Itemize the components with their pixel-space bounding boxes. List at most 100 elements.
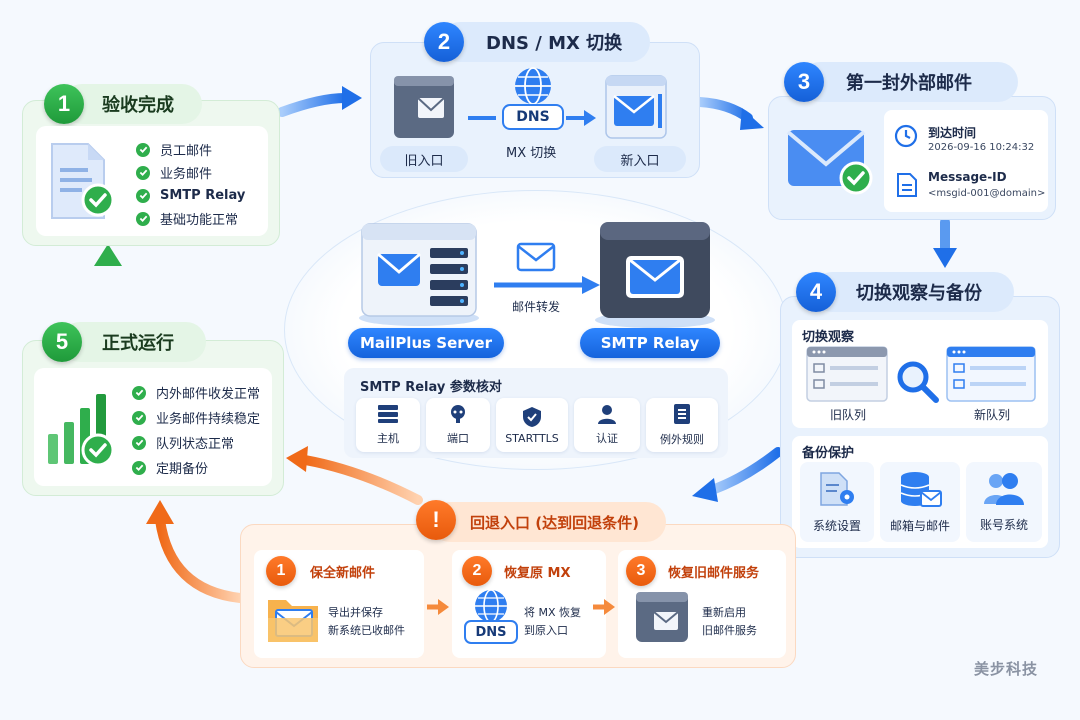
new-entry-label: 新入口	[594, 146, 686, 172]
step3-title: 第一封外部邮件	[846, 73, 972, 94]
rollback-title-pill: 回退入口 (达到回退条件)	[430, 502, 666, 542]
arrow-1-to-2	[277, 93, 350, 117]
rollback-step3-badge: 3	[626, 556, 656, 586]
old-server-icon	[636, 592, 688, 642]
param-starttls: STARTTLS	[496, 398, 568, 452]
step2-title: DNS / MX 切换	[486, 33, 623, 54]
arrow-rollback-loop	[155, 515, 245, 603]
check-icon	[136, 211, 150, 226]
forward-label: 邮件转发	[512, 300, 561, 314]
new-server-icon	[605, 75, 667, 139]
watermark: 美步科技	[974, 660, 1039, 678]
envelope-check-icon	[786, 130, 873, 195]
step2-number-badge: 2	[424, 22, 464, 62]
old-queue-window-icon	[806, 346, 888, 402]
orange-arrow-icon	[593, 599, 615, 615]
step2-title-pill: DNS / MX 切换	[440, 22, 650, 62]
list-item: 业务邮件持续稳定	[132, 405, 260, 430]
arrow-2-to-3	[695, 97, 753, 123]
step5-title: 正式运行	[102, 333, 174, 354]
document-icon	[897, 173, 917, 197]
smtp-relay-server-icon	[595, 222, 715, 328]
step1-check-list: 员工邮件 业务邮件 SMTP Relay 基础功能正常	[136, 138, 245, 230]
forward-arrow-icon	[494, 276, 600, 294]
new-queue-label: 新队列	[974, 408, 1011, 422]
old-entry-label: 旧入口	[380, 146, 468, 172]
rollback-step2-desc1: 将 MX 恢复	[524, 606, 582, 619]
list-item: 定期备份	[132, 455, 260, 480]
arrival-time-value: 2026-09-16 10:24:32	[928, 142, 1035, 153]
rollback-step3-title: 恢复旧邮件服务	[668, 566, 760, 581]
smtp-relay-button: SMTP Relay	[580, 328, 720, 358]
rollback-step2-desc2: 到原入口	[524, 624, 568, 637]
old-queue-label: 旧队列	[830, 408, 867, 422]
param-exceptions: 例外规则	[646, 398, 718, 452]
rules-document-icon	[674, 404, 690, 424]
rollback-alert-icon: !	[416, 500, 456, 540]
check-icon	[132, 435, 146, 450]
list-item: 业务邮件	[136, 161, 245, 184]
list-item: 员工邮件	[136, 138, 245, 161]
step5-check-list: 内外邮件收发正常 业务邮件持续稳定 队列状态正常 定期备份	[132, 380, 260, 480]
mail-folder-icon	[268, 600, 318, 642]
check-icon	[136, 188, 150, 203]
rollback-step1-desc1: 导出并保存	[328, 606, 383, 619]
user-icon	[598, 405, 616, 424]
settings-document-icon	[820, 471, 854, 506]
message-id-label: Message-ID	[928, 170, 1007, 184]
mailplus-server-button: MailPlus Server	[348, 328, 504, 358]
backup-accounts: 账号系统	[966, 462, 1042, 542]
check-icon	[132, 410, 146, 425]
rollback-step3-desc1: 重新启用	[702, 606, 746, 619]
rollback-step1-desc2: 新系统已收邮件	[328, 624, 405, 637]
magnifier-icon	[897, 361, 939, 403]
users-icon	[984, 472, 1024, 505]
arrow-rollback-to-5	[300, 455, 423, 505]
rollback-step1-title: 保全新邮件	[310, 566, 376, 581]
message-id-value: <msgid-001@domain>	[928, 188, 1046, 199]
mailplus-server-icon	[359, 223, 479, 326]
rollback-title: 回退入口 (达到回退条件)	[470, 513, 639, 532]
step4-number-badge: 4	[796, 272, 836, 312]
param-host: 主机	[356, 398, 420, 452]
server-stack-icon	[378, 405, 398, 423]
clock-icon	[894, 124, 918, 148]
list-item: 基础功能正常	[136, 207, 245, 230]
port-icon	[451, 405, 465, 423]
rollback-step2-title: 恢复原 MX	[504, 566, 571, 581]
param-auth: 认证	[574, 398, 640, 452]
param-port: 端口	[426, 398, 490, 452]
document-check-icon	[51, 143, 115, 219]
check-icon	[132, 385, 146, 400]
step1-title: 验收完成	[102, 95, 174, 116]
step3-title-pill: 第一封外部邮件	[800, 62, 1018, 102]
old-server-icon	[394, 76, 454, 138]
check-icon	[136, 165, 150, 180]
new-queue-window-icon	[946, 346, 1036, 402]
step4-title-pill: 切换观察与备份	[812, 272, 1014, 312]
globe-icon	[515, 67, 551, 105]
backup-title: 备份保护	[802, 446, 855, 461]
arrow-right-icon	[468, 110, 596, 126]
step4-title: 切换观察与备份	[856, 283, 982, 304]
database-mail-icon	[900, 471, 942, 507]
step1-number-badge: 1	[44, 84, 84, 124]
backup-system-settings: 系统设置	[800, 462, 874, 542]
param-check-title: SMTP Relay 参数核对	[360, 380, 502, 395]
envelope-icon	[516, 242, 556, 272]
check-icon	[136, 142, 150, 157]
rollback-dns-badge: DNS	[464, 620, 518, 644]
rollback-step3-desc2: 旧邮件服务	[702, 624, 757, 637]
shield-check-icon	[523, 406, 541, 427]
list-item: SMTP Relay	[136, 184, 245, 207]
list-item: 内外邮件收发正常	[132, 380, 260, 405]
globe-icon	[475, 589, 507, 623]
step5-title-pill: 正式运行	[60, 322, 206, 362]
orange-arrow-icon	[427, 599, 449, 615]
mx-switch-label: MX 切换	[506, 146, 557, 161]
rollback-step1-badge: 1	[266, 556, 296, 586]
rollback-step2-badge: 2	[462, 556, 492, 586]
observe-title: 切换观察	[802, 330, 855, 345]
check-icon	[132, 460, 146, 475]
